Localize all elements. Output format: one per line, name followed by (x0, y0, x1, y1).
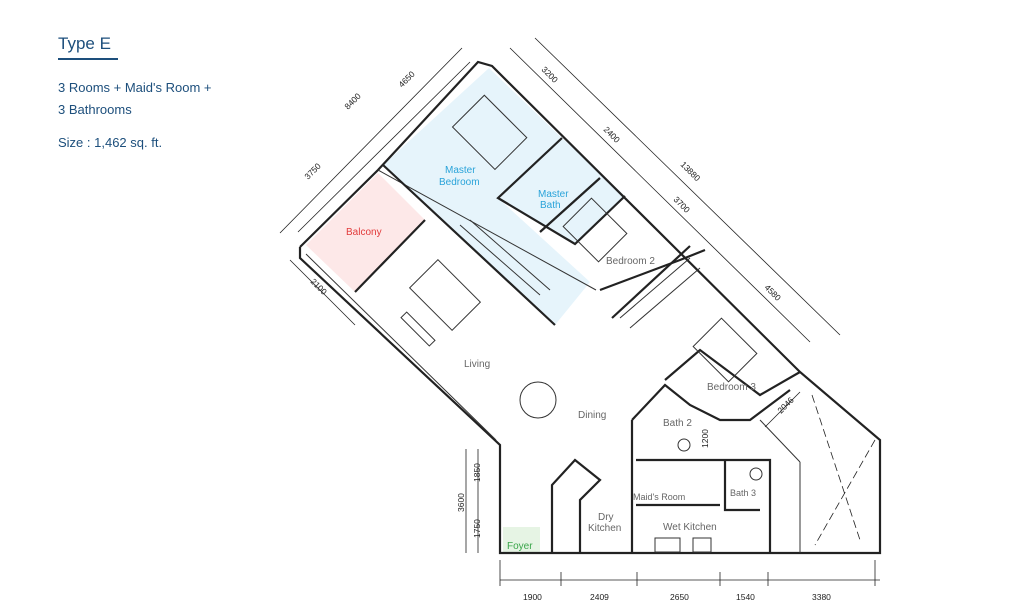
label-foyer: Foyer (507, 541, 533, 552)
dim-bottom-1: 1900 (523, 592, 542, 602)
dim-bottom-5: 3380 (812, 592, 831, 602)
dim-left-total: 8400 (342, 91, 363, 112)
label-living: Living (464, 359, 490, 370)
label-master-bedroom-line1: Master (445, 165, 476, 176)
dim-vertical-upper: 1850 (472, 463, 482, 482)
dim-top-b: 2400 (602, 124, 623, 145)
label-dry-kitchen-line2: Kitchen (588, 523, 621, 534)
label-dining: Dining (578, 410, 606, 421)
outer-walls (298, 60, 882, 555)
label-balcony: Balcony (346, 227, 382, 238)
label-bath-3: Bath 3 (730, 488, 756, 498)
furniture (400, 94, 876, 553)
label-bedroom-3: Bedroom 3 (707, 382, 756, 393)
master-bath-area (498, 138, 625, 244)
label-bedroom-2: Bedroom 2 (606, 256, 655, 267)
dim-right-a: 3700 (672, 194, 693, 215)
dim-bottom-3: 2650 (670, 592, 689, 602)
label-master-bath-line2: Bath (540, 200, 561, 211)
plan-info: Type E 3 Rooms + Maid's Room + 3 Bathroo… (58, 34, 212, 150)
dim-bottom-2: 2409 (590, 592, 609, 602)
dim-bath2-width: 1200 (700, 429, 710, 448)
plan-description: 3 Rooms + Maid's Room + 3 Bathrooms (58, 77, 212, 121)
label-maids-room: Maid's Room (633, 492, 685, 502)
foyer-area (503, 527, 540, 553)
label-master-bedroom-line2: Bedroom (439, 177, 480, 188)
label-bath-2: Bath 2 (663, 418, 692, 429)
plan-size: Size : 1,462 sq. ft. (58, 135, 163, 150)
dim-vertical-lower: 1750 (472, 519, 482, 538)
label-dry-kitchen-line1: Dry (598, 512, 614, 523)
interior-walls (354, 137, 801, 553)
dim-balcony-depth: 2100 (309, 276, 330, 297)
dim-vertical-total: 3600 (456, 493, 466, 512)
dimension-lines (279, 37, 880, 586)
label-master-bath-line1: Master (538, 189, 569, 200)
master-bedroom-area (383, 68, 590, 325)
label-wet-kitchen: Wet Kitchen (663, 522, 717, 533)
dim-left-upper: 4650 (396, 69, 417, 90)
plan-title: Type E (58, 34, 118, 60)
description-line-1: 3 Rooms + Maid's Room + (58, 80, 212, 95)
balcony-area (306, 173, 425, 292)
dim-top-a: 3200 (540, 64, 561, 85)
dim-left-lower: 3750 (302, 161, 323, 182)
description-line-2: 3 Bathrooms (58, 102, 132, 117)
dim-bottom-4: 1540 (736, 592, 755, 602)
dim-right-total: 13880 (679, 159, 703, 183)
dim-right-b: 4580 (763, 282, 784, 303)
